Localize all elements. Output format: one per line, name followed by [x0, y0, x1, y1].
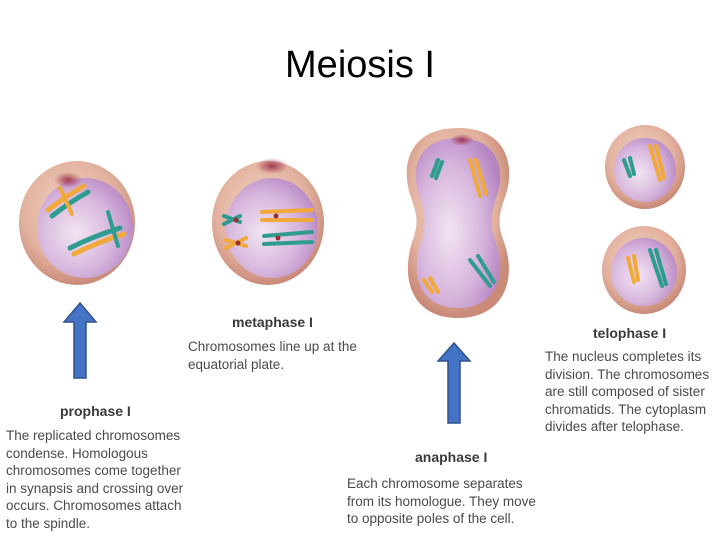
description-line: division. The chromosomes — [545, 366, 709, 384]
description-line: The nucleus completes its — [545, 348, 709, 366]
prophase-description: The replicated chromosomes condense. Hom… — [6, 427, 183, 532]
description-line: Chromosomes line up at the — [188, 338, 357, 356]
anaphase-title: anaphase I — [415, 449, 487, 465]
prophase-title: prophase I — [60, 403, 131, 419]
telophase-cell-top — [605, 125, 685, 209]
metaphase-title: metaphase I — [232, 314, 313, 330]
up-arrow-icon — [438, 343, 470, 423]
anaphase-description: Each chromosome separates from its homol… — [347, 475, 536, 528]
anaphase-cell — [407, 128, 509, 318]
telophase-cell-bottom — [602, 226, 686, 314]
description-line: to the spindle. — [6, 515, 183, 533]
telophase-title: telophase I — [593, 325, 666, 341]
telophase-description: The nucleus completes its division. The … — [545, 348, 709, 436]
description-line: chromosomes come together — [6, 462, 183, 480]
metaphase-cell — [212, 158, 324, 285]
description-line: to opposite poles of the cell. — [347, 510, 536, 528]
description-line: chromatids. The cytoplasm — [545, 401, 709, 419]
description-line: in synapsis and crossing over — [6, 480, 183, 498]
description-line: occurs. Chromosomes attach — [6, 497, 183, 515]
description-line: are still composed of sister — [545, 383, 709, 401]
description-line: equatorial plate. — [188, 356, 357, 374]
prophase-cell — [19, 161, 135, 285]
description-line: divides after telophase. — [545, 418, 709, 436]
metaphase-description: Chromosomes line up at the equatorial pl… — [188, 338, 357, 373]
description-line: The replicated chromosomes — [6, 427, 183, 445]
description-line: condense. Homologous — [6, 445, 183, 463]
description-line: from its homologue. They move — [347, 493, 536, 511]
description-line: Each chromosome separates — [347, 475, 536, 493]
up-arrow-icon — [64, 303, 96, 378]
